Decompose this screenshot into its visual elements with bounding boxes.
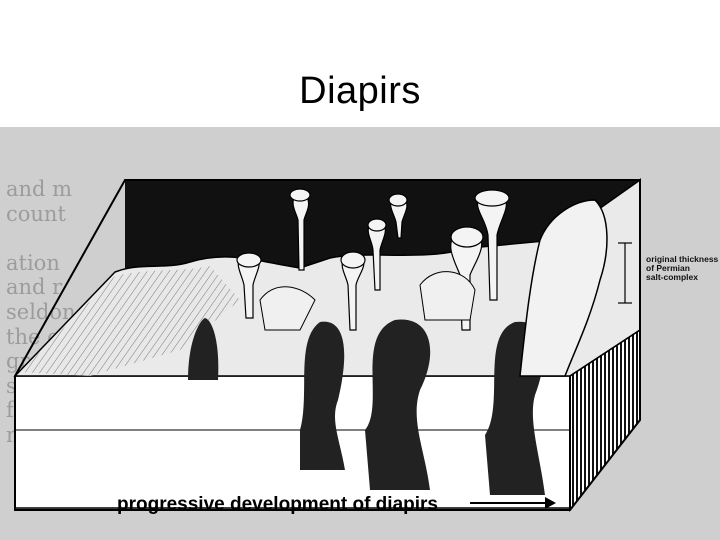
progression-arrow-head xyxy=(545,497,556,509)
background-text-line: seldon xyxy=(6,299,76,324)
thickness-annotation: original thickness of Permian salt-compl… xyxy=(646,255,720,282)
salt-dome-left xyxy=(259,286,316,331)
salt-dome-mid xyxy=(419,271,476,321)
diapir-stems xyxy=(236,188,510,331)
salt-pillow-1 xyxy=(188,318,219,380)
overburden-texture xyxy=(20,266,240,376)
diagram-caption: progressive development of diapirs → xyxy=(117,494,438,516)
slide-title: Diapirs xyxy=(299,70,421,112)
salt-diapir-2 xyxy=(300,321,345,470)
caption-text: progressive development of diapirs xyxy=(117,494,438,515)
annotation-line-1: original thickness xyxy=(646,254,719,264)
background-text-line: and r xyxy=(6,275,63,300)
annotation-line-3: salt-complex xyxy=(646,272,698,282)
block-outline xyxy=(14,179,641,511)
salt-wall-right xyxy=(519,199,608,377)
salt-diapir-3 xyxy=(365,319,431,490)
block-front-face xyxy=(14,375,571,509)
annotation-line-2: of Permian xyxy=(646,263,690,273)
